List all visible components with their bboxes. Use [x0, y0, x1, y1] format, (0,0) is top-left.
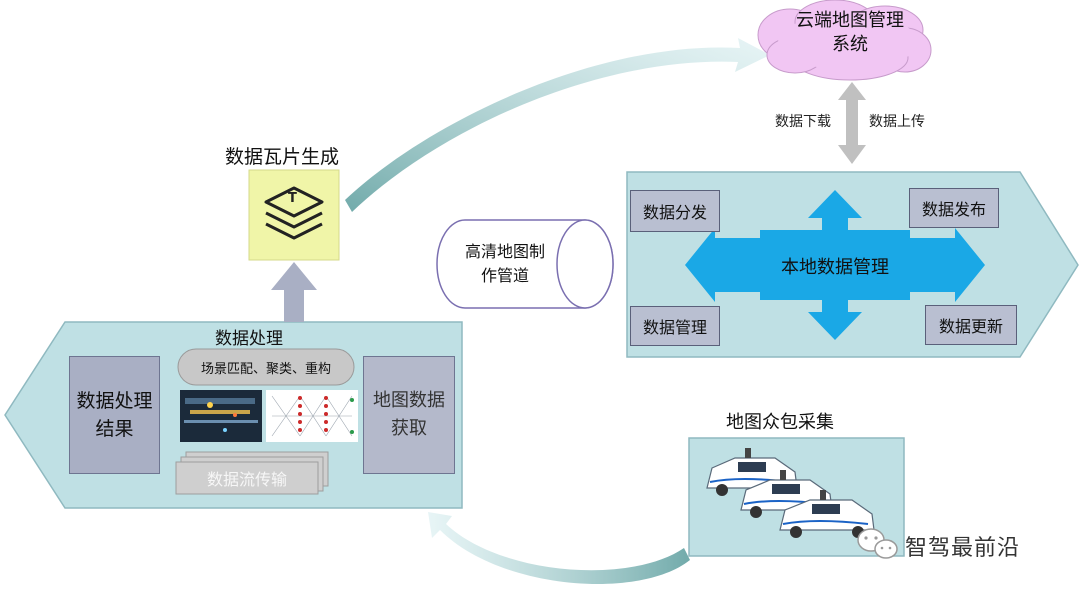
cloud-label: 云端地图管理 系统	[775, 6, 925, 60]
flow-arrow-to-cloud	[345, 38, 770, 212]
map-data-acquire-box: 地图数据 获取	[363, 356, 455, 474]
stream-cards	[175, 451, 329, 495]
updown-arrow-cloud	[838, 82, 866, 164]
wechat-icon	[857, 528, 898, 559]
distribute-box: 数据分发	[630, 190, 720, 232]
download-label: 数据下载	[775, 114, 831, 130]
processing-result-box: 数据处理 结果	[69, 356, 160, 474]
pointcloud-thumbnail	[180, 390, 262, 442]
ops-pill	[177, 348, 355, 386]
cloud-label-line2: 系统	[832, 34, 868, 55]
up-arrow-to-tiles	[271, 262, 317, 322]
ops-label: 场景匹配、聚类、重构	[200, 361, 331, 377]
cloud-label-line1: 云端地图管理	[796, 10, 904, 31]
stream-label: 数据流传输	[206, 470, 287, 489]
processing-result-line2: 结果	[95, 418, 134, 440]
processing-result-line1: 数据处理	[76, 390, 153, 412]
tile-generation-title: 数据瓦片生成	[225, 146, 340, 168]
upload-label: 数据上传	[869, 114, 925, 130]
tile-icon-letter-text: T	[288, 191, 297, 206]
pipeline-label-line2: 作管道	[480, 266, 529, 285]
flow-arrow-to-processing	[428, 512, 690, 584]
cloud-shape	[757, 0, 932, 81]
neural-network-thumbnail	[266, 390, 358, 442]
local-management-center-label: 本地数据管理	[781, 257, 889, 278]
publish-box: 数据发布	[909, 188, 999, 228]
update-box: 数据更新	[925, 305, 1017, 345]
pipeline-label-line1: 高清地图制	[464, 242, 545, 261]
survey-cars	[706, 448, 875, 538]
watermark-text: 智驾最前沿	[905, 536, 1021, 561]
pipeline-label: 高清地图制 作管道	[445, 238, 565, 290]
crowdsource-title: 地图众包采集	[726, 412, 834, 433]
pipeline-cylinder	[436, 219, 614, 309]
map-data-acquire-line2: 获取	[391, 418, 427, 439]
manage-box: 数据管理	[630, 306, 720, 346]
layers-T-icon	[264, 186, 324, 240]
map-data-acquire-line1: 地图数据	[373, 390, 445, 411]
processing-title: 数据处理	[215, 329, 283, 349]
